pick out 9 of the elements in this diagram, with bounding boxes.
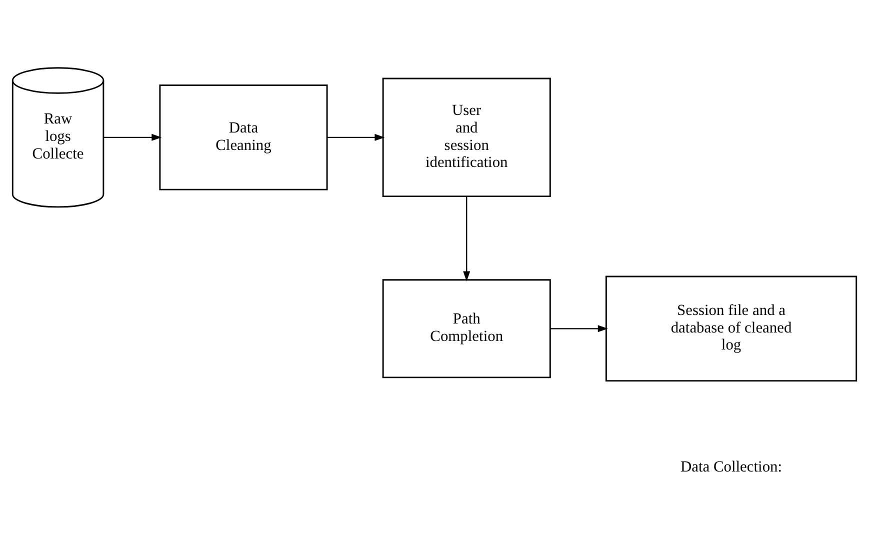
arrow [463, 196, 470, 282]
node-box: Data Cleaning [159, 84, 328, 190]
node-box: Session file and a database of cleaned log [605, 276, 858, 382]
node-box: Path Completion [382, 279, 551, 378]
node-box: User and session identification [382, 78, 551, 198]
label: Data Collection: [680, 458, 782, 476]
arrow [327, 134, 385, 141]
arrow [104, 134, 162, 141]
arrow [550, 325, 608, 332]
